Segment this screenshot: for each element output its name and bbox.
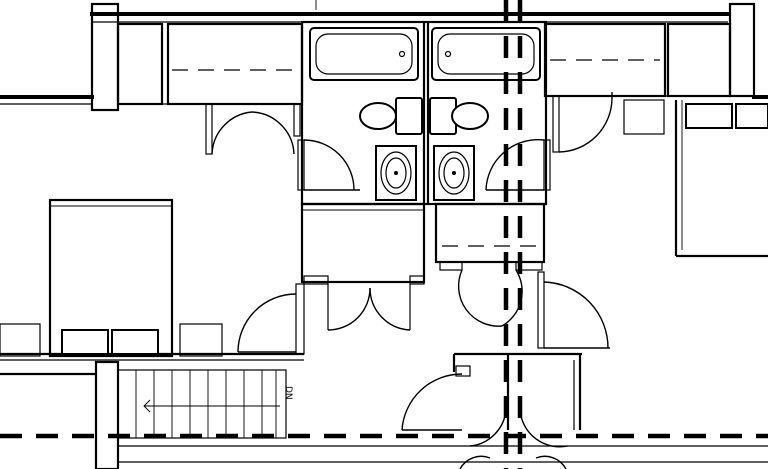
closet-left-doors: [205, 103, 301, 155]
sink-right: [433, 145, 475, 201]
sink-left: [375, 145, 417, 201]
bed-left: [0, 198, 223, 358]
hall-door-right: [537, 271, 610, 349]
stair-direction-label: DN: [283, 386, 293, 400]
toilet-left: [359, 97, 423, 135]
bathtub-left: [309, 27, 419, 81]
closet-right-door: [552, 92, 613, 153]
toilet-right: [429, 97, 489, 135]
lower-closets: [300, 202, 546, 331]
hall-door-left: [237, 283, 305, 355]
closet-left: [116, 22, 304, 106]
bed-right: [623, 99, 768, 258]
stair: [94, 360, 287, 469]
bathtub-right: [431, 27, 541, 81]
closet-right: [543, 22, 732, 98]
